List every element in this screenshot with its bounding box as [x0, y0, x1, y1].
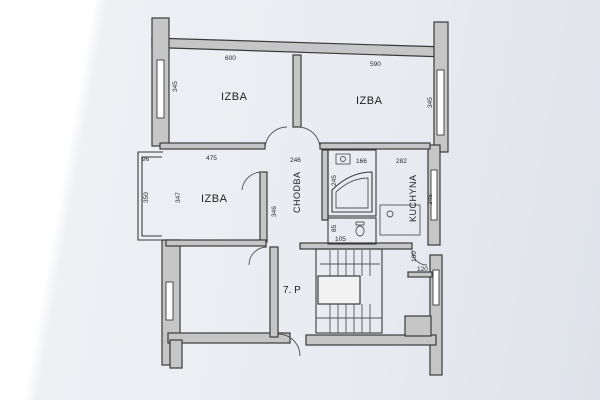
room-label-middle-left: IZBA	[201, 193, 228, 205]
dim-top-right-width: 590	[370, 61, 381, 68]
wall-right-of-middle-room	[259, 171, 268, 243]
window-right-kitchen	[430, 169, 438, 221]
window-left-top	[156, 59, 165, 119]
dim-pantry-height: 100	[411, 251, 418, 262]
washbasin-drain-icon	[340, 156, 346, 162]
wall-under-top-left	[159, 142, 266, 150]
door-lower-left	[248, 246, 268, 266]
balcony-inner	[141, 156, 162, 237]
wall-bottom-corner	[169, 339, 183, 369]
toilet-tank-icon	[355, 221, 365, 226]
floor-label: 7. P	[283, 285, 301, 296]
dim-balcony-height: 350	[143, 192, 150, 203]
door-middle-room	[241, 171, 263, 191]
corner-bathtub-inner	[335, 177, 369, 209]
dim-kitchen-height: 346	[427, 194, 434, 205]
dim-middle-left-width: 475	[206, 155, 217, 162]
wall-bottom-right	[305, 334, 437, 346]
door-corridor-top-left	[264, 126, 288, 150]
dim-balcony-width: 96	[142, 156, 150, 163]
wall-under-middle-room	[165, 239, 267, 247]
dim-kitchen-width: 282	[396, 158, 407, 165]
dim-middle-left-outer-height: 347	[175, 192, 182, 203]
dim-middle-left-inner-height: 346	[271, 206, 278, 217]
window-left-mid	[165, 281, 174, 321]
staircase	[315, 248, 383, 334]
room-label-corridor: CHODBA	[292, 171, 302, 213]
washbasin-icon	[335, 153, 351, 165]
wall-between-top-rooms	[292, 54, 302, 128]
balcony-outline	[137, 151, 163, 241]
bathroom-box	[327, 149, 377, 217]
dim-bath-width: 166	[356, 158, 367, 165]
dim-bath-height: 245	[331, 175, 338, 186]
room-label-kitchen: KUCHYNA	[408, 174, 418, 222]
door-corridor-top-right	[297, 126, 321, 150]
wall-top	[151, 37, 447, 58]
dim-wc-width: 105	[335, 236, 346, 243]
corner-bathtub-icon	[331, 171, 373, 213]
wall-under-top-right	[319, 142, 431, 150]
dim-corridor-width: 246	[290, 157, 301, 164]
window-right-top	[436, 69, 445, 136]
wall-stair-right-lower	[404, 315, 432, 337]
wall-pantry-bottom	[407, 271, 433, 278]
dim-pantry-width: 120	[417, 266, 428, 273]
wall-corridor-left-lower	[269, 246, 279, 338]
stove-burner-icon	[386, 210, 394, 218]
door-stair-lower	[277, 333, 301, 357]
room-label-top-right: IZBA	[356, 95, 383, 107]
wall-corridor-right	[321, 149, 329, 221]
dim-top-right-height: 345	[427, 97, 434, 108]
room-label-top-left: IZBA	[221, 91, 248, 103]
toilet-icon	[355, 225, 365, 237]
dim-top-left-width: 600	[225, 55, 236, 62]
kitchen-counter	[379, 204, 421, 236]
wc-box	[327, 217, 377, 245]
window-right-lower	[432, 269, 440, 306]
dim-top-left-height: 345	[172, 81, 179, 92]
dim-wc-height: 85	[331, 224, 338, 232]
door-pantry	[411, 249, 428, 266]
